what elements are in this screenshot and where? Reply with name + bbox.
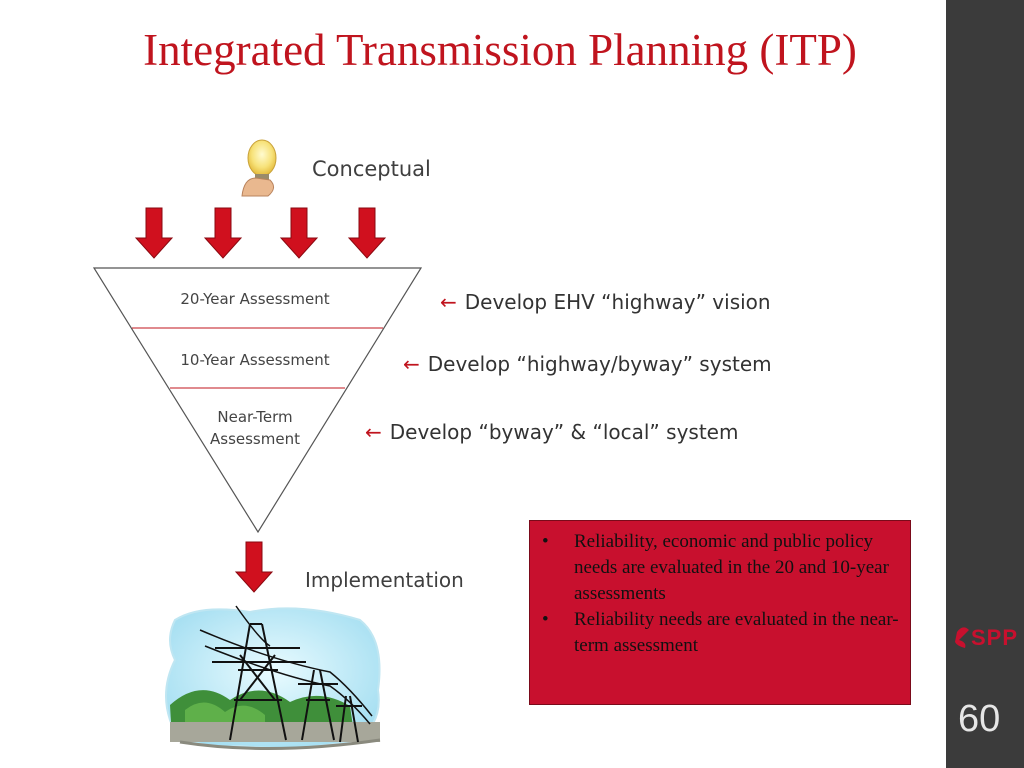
bullet-icon: • (542, 531, 549, 552)
development-highway-byway: ← Develop “highway/byway” system (403, 352, 772, 376)
page-number: 60 (958, 698, 1001, 740)
development-text: Develop “byway” & “local” system (389, 420, 739, 444)
left-arrow-icon: ← (403, 352, 420, 376)
funnel-level-near-term: Near-Term Assessment (210, 408, 300, 448)
down-arrow-icon (347, 207, 387, 259)
down-arrow-icon (134, 207, 174, 259)
development-ehv: ← Develop EHV “highway” vision (440, 290, 771, 314)
transmission-towers-image (165, 605, 381, 751)
notes-box: • Reliability, economic and public policy… (529, 520, 911, 705)
left-arrow-icon: ← (440, 290, 457, 314)
left-arrow-icon: ← (365, 420, 382, 444)
funnel-level-20-year: 20-Year Assessment (180, 290, 330, 308)
down-arrow-icon (279, 207, 319, 259)
logo-text: SPP (971, 625, 1019, 650)
development-text: Develop EHV “highway” vision (464, 290, 771, 314)
conceptual-label: Conceptual (312, 157, 431, 181)
note-item: • Reliability needs are evaluated in the … (542, 607, 907, 659)
note-text: Reliability needs are evaluated in the n… (574, 609, 899, 656)
notes-list: • Reliability, economic and public policy… (542, 529, 907, 659)
spp-logo-icon (955, 627, 969, 648)
bullet-icon: • (542, 609, 549, 630)
slide-title: Integrated Transmission Planning (ITP) (143, 25, 857, 75)
lightbulb-icon (241, 139, 277, 197)
spp-logo: SPP (955, 625, 1018, 651)
implementation-label: Implementation (305, 568, 464, 592)
planning-funnel (92, 267, 423, 534)
down-arrow-icon (203, 207, 243, 259)
down-arrow-icon (234, 541, 274, 593)
input-arrows (134, 207, 387, 259)
development-text: Develop “highway/byway” system (427, 352, 772, 376)
funnel-level-10-year: 10-Year Assessment (180, 351, 330, 369)
development-byway-local: ← Develop “byway” & “local” system (365, 420, 738, 444)
note-text: Reliability, economic and public policy … (574, 531, 889, 604)
note-item: • Reliability, economic and public policy… (542, 529, 907, 607)
